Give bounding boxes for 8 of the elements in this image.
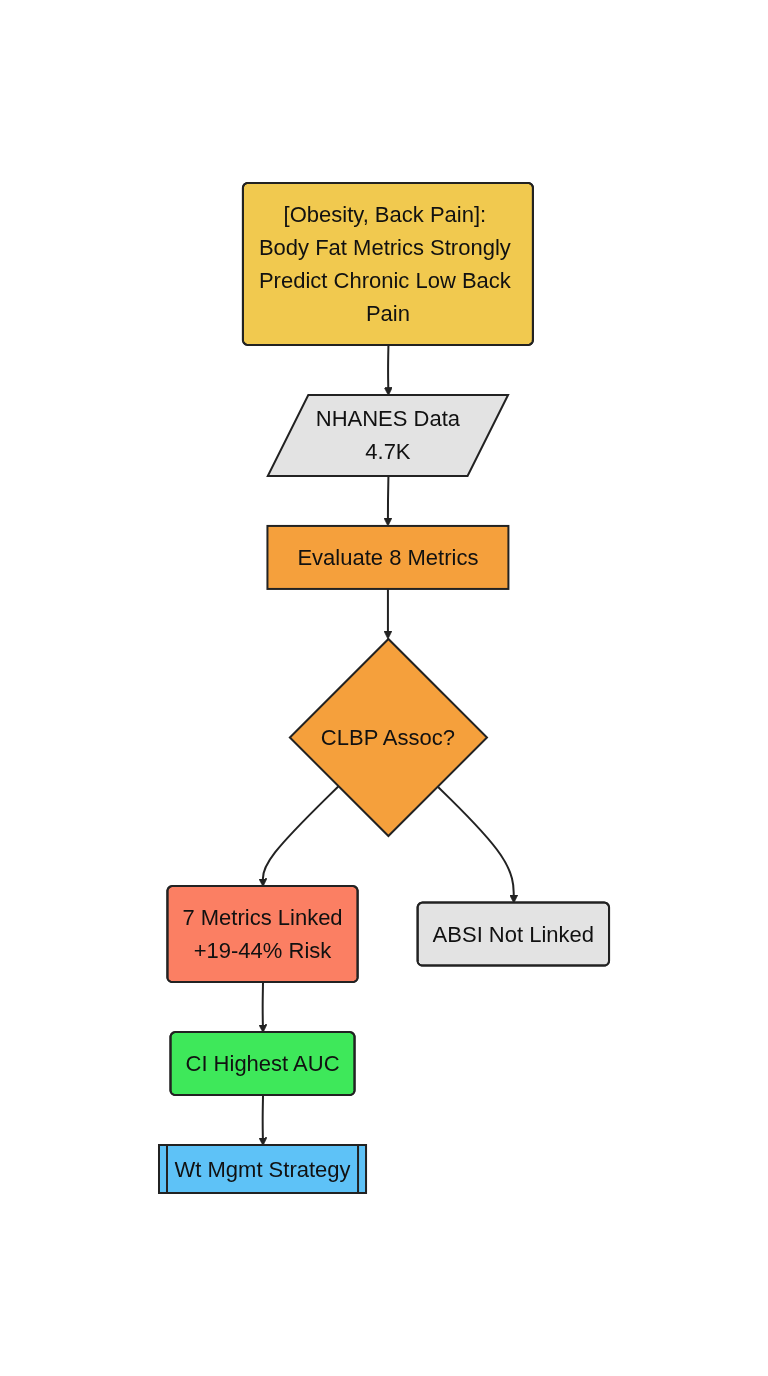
arrow <box>258 785 340 887</box>
node-box: Evaluate 8 Metrics <box>266 524 510 590</box>
arrow <box>383 475 393 527</box>
arrow <box>258 981 268 1033</box>
arrow <box>383 587 393 640</box>
arrow <box>258 1094 268 1146</box>
arrow <box>436 785 519 904</box>
node-diamond: CLBP Assoc? <box>288 637 489 838</box>
